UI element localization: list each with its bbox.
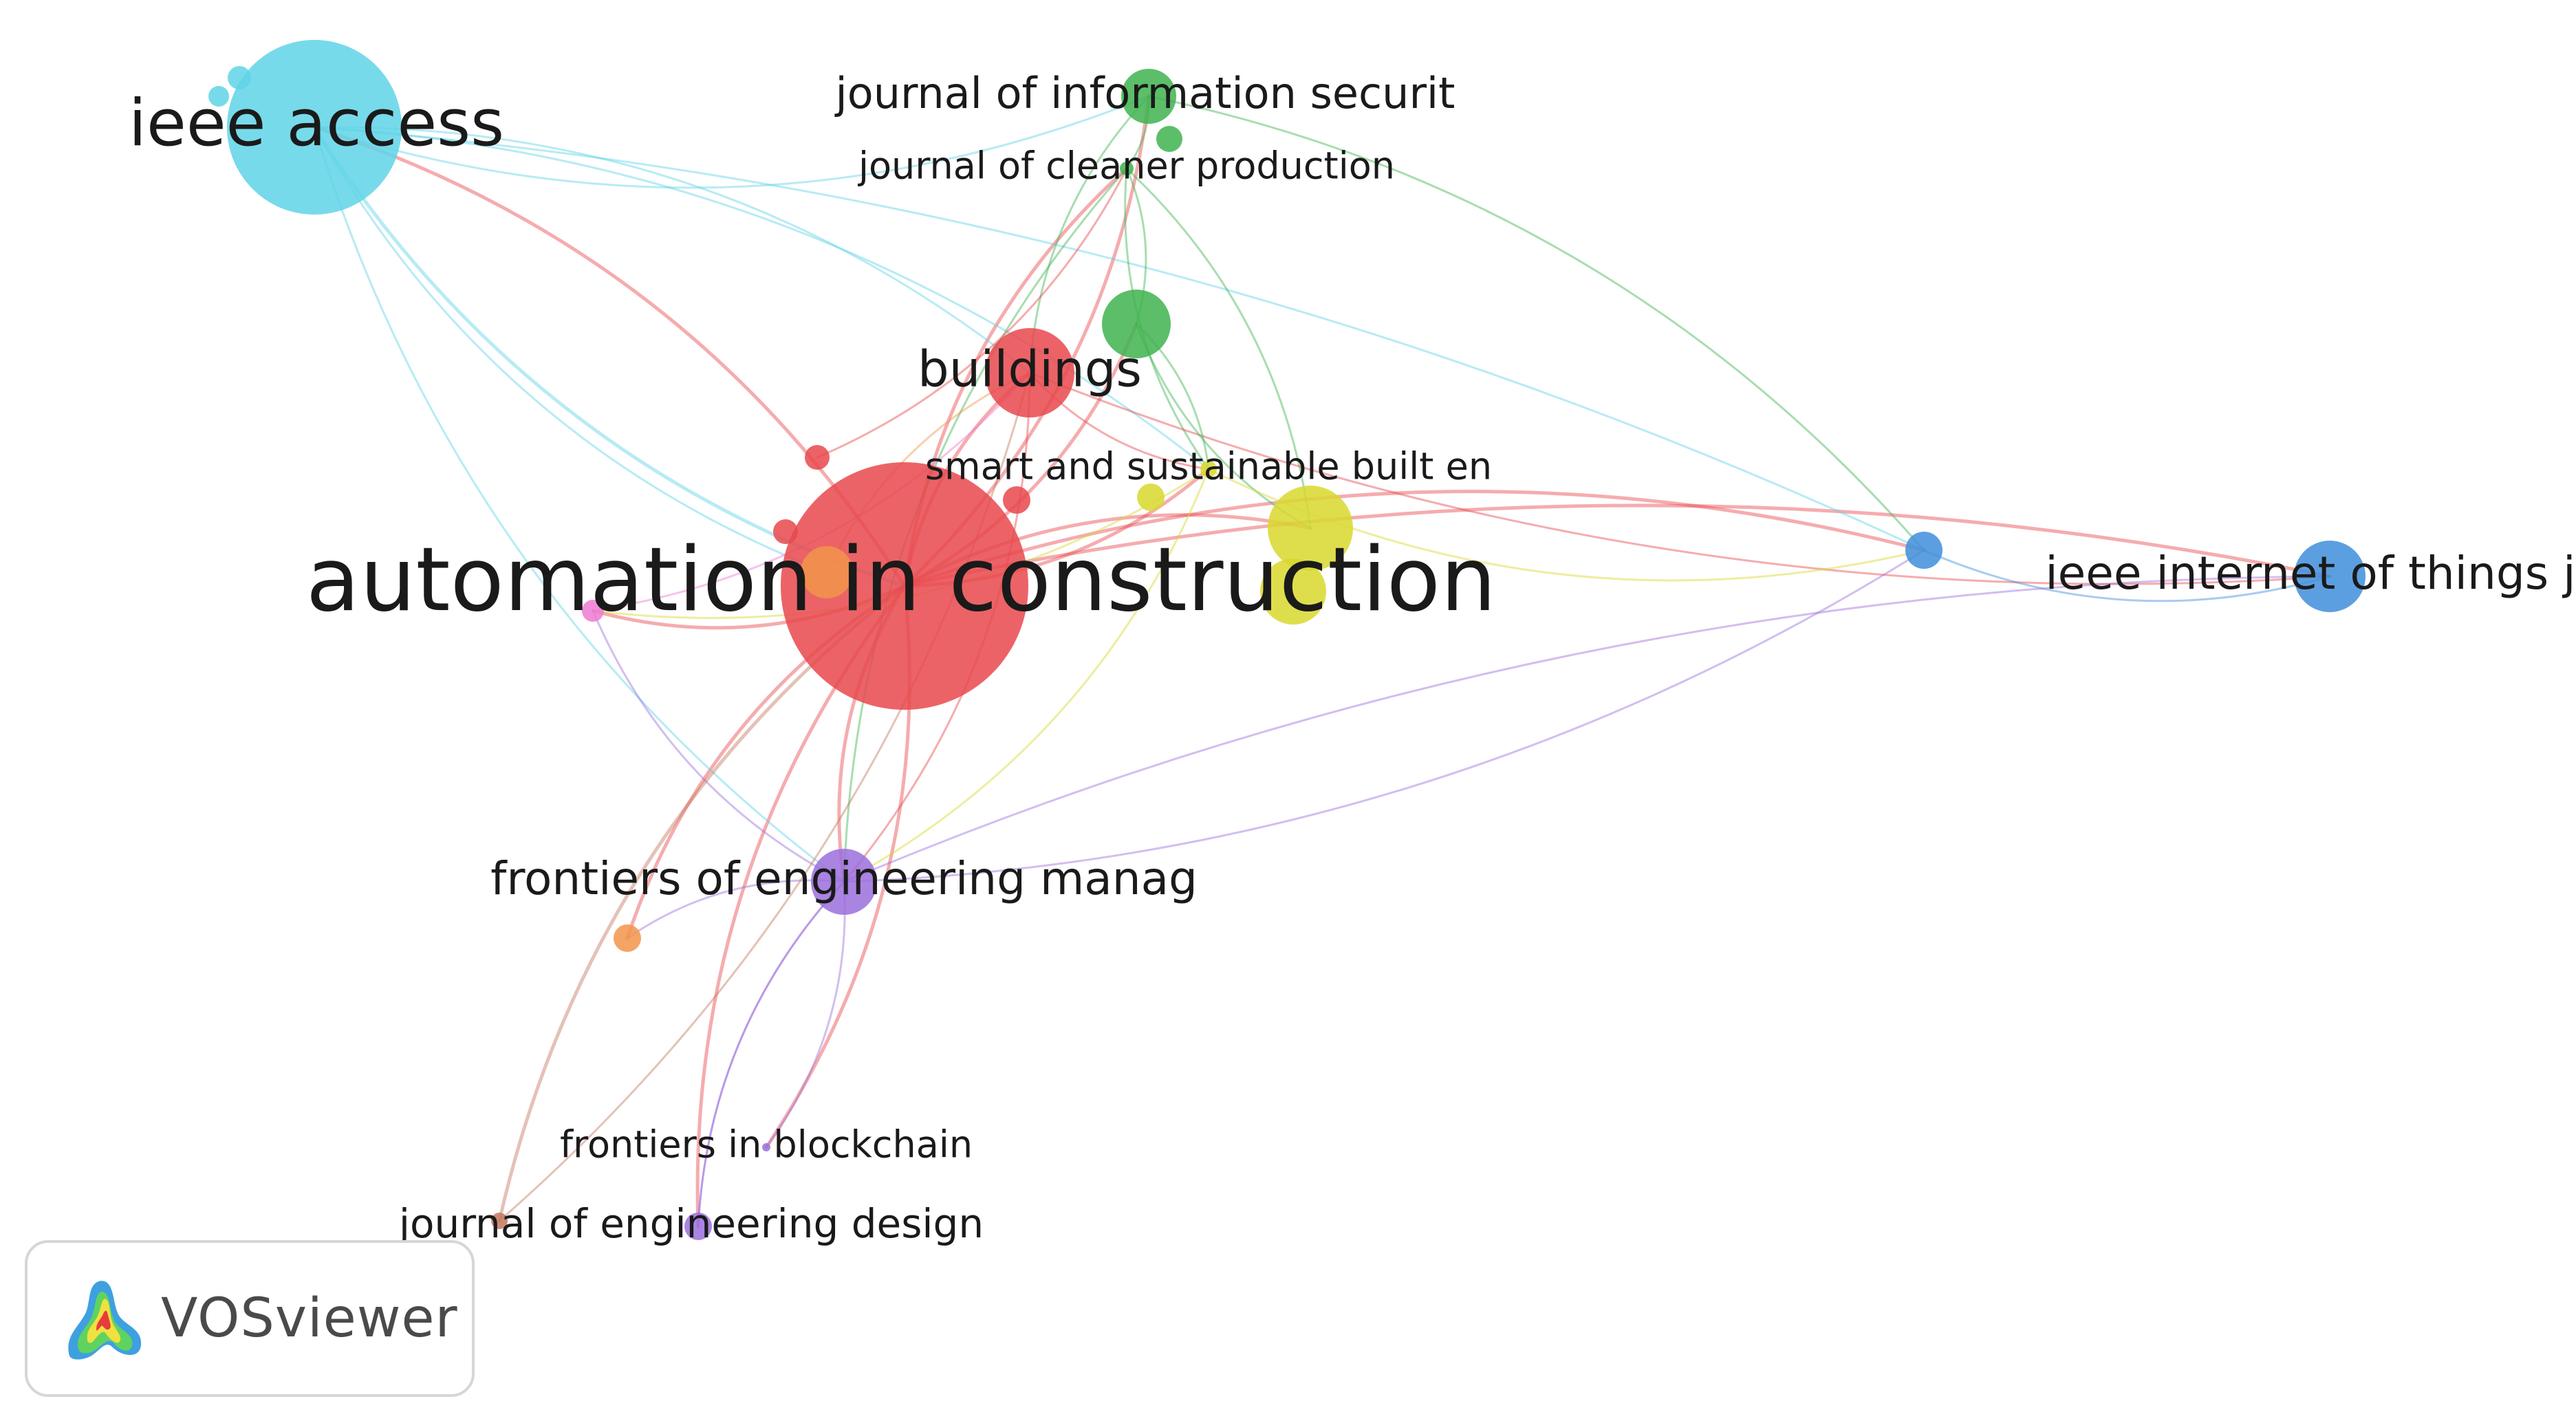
edge-aic-blue_hub bbox=[902, 490, 1926, 588]
edge-fem-blue_hub bbox=[843, 549, 1925, 883]
vosviewer-logo-icon bbox=[68, 1281, 142, 1360]
node-green_mid[interactable] bbox=[1102, 290, 1171, 358]
node-red_s3[interactable] bbox=[1003, 486, 1030, 514]
label-fem[interactable]: frontiers of engineering manag bbox=[490, 852, 1198, 905]
node-iot[interactable] bbox=[2294, 541, 2366, 612]
node-buildings[interactable] bbox=[985, 328, 1074, 417]
edge-fem-fib bbox=[765, 880, 846, 1149]
node-aic[interactable] bbox=[781, 462, 1028, 710]
label-aic[interactable]: automation in construction bbox=[306, 529, 1496, 631]
edge-fem-pink_left bbox=[592, 609, 845, 883]
node-yellow_small[interactable] bbox=[1260, 558, 1326, 625]
edge-ieee_access-blue_hub bbox=[313, 126, 1925, 552]
node-fib[interactable] bbox=[762, 1143, 770, 1151]
node-jed[interactable] bbox=[684, 1213, 712, 1240]
node-layer bbox=[208, 40, 2366, 1240]
edge-fem-jed bbox=[697, 880, 845, 1228]
edge-ieee_access-orange_in bbox=[313, 126, 828, 574]
node-yellow_tiny[interactable] bbox=[1137, 484, 1165, 511]
edge-ieee_access-buildings bbox=[313, 126, 1031, 374]
vosviewer-logo-badge: VOSviewer bbox=[25, 1240, 475, 1397]
node-orange_low[interactable] bbox=[614, 924, 641, 952]
node-jcp[interactable] bbox=[1120, 162, 1134, 175]
edge-aic-iot bbox=[902, 503, 2332, 588]
label-layer: automation in construction ieee access bui… bbox=[129, 68, 2576, 1247]
label-sasbe[interactable]: smart and sustainable built en bbox=[925, 445, 1492, 488]
edge-blue_hub-iot bbox=[1923, 549, 2331, 603]
vosviewer-logo-text: VOSviewer bbox=[161, 1288, 458, 1349]
label-ieee_access[interactable]: ieee access bbox=[129, 86, 504, 161]
edge-ieee_access-fem bbox=[313, 126, 845, 883]
edge-ieee_access-sasbe bbox=[313, 126, 1210, 470]
edge-fem-iot bbox=[843, 575, 2331, 883]
node-red_s2[interactable] bbox=[773, 519, 798, 544]
label-fib[interactable]: frontiers in blockchain bbox=[560, 1123, 973, 1167]
label-jcp[interactable]: journal of cleaner production bbox=[858, 144, 1395, 188]
node-cyan_s1[interactable] bbox=[228, 66, 251, 89]
edge-red_s1-jcp bbox=[816, 167, 1128, 459]
label-iot[interactable]: ieee internet of things jou bbox=[2045, 547, 2576, 600]
node-pink_left[interactable] bbox=[582, 600, 604, 622]
node-red_s1[interactable] bbox=[805, 445, 830, 470]
node-blue_hub[interactable] bbox=[1905, 532, 1942, 569]
label-buildings[interactable]: buildings bbox=[918, 340, 1142, 398]
label-jis[interactable]: journal of information securit bbox=[834, 68, 1455, 118]
edge-jis-blue_hub bbox=[1147, 95, 1925, 552]
node-jis[interactable] bbox=[1121, 69, 1176, 124]
node-sasbe[interactable] bbox=[1200, 461, 1217, 477]
edge-jed-fem bbox=[697, 880, 845, 1228]
label-jed[interactable]: journal of engineering design bbox=[398, 1200, 984, 1247]
edge-jcp-yellow_big2 bbox=[1125, 167, 1312, 530]
edge-buildings-iot bbox=[1028, 371, 2331, 585]
node-cyan_s2[interactable] bbox=[208, 86, 229, 107]
edge-ieee_access-jis bbox=[313, 95, 1150, 189]
node-brown_low[interactable] bbox=[491, 1213, 508, 1229]
edge-layer bbox=[312, 94, 2332, 1228]
node-fem[interactable] bbox=[811, 849, 877, 915]
node-yellow_big2[interactable] bbox=[1268, 486, 1353, 571]
node-ieee_access[interactable] bbox=[227, 40, 402, 215]
edge-sasbe-fem bbox=[843, 468, 1210, 883]
node-green_small[interactable] bbox=[1156, 126, 1182, 152]
node-orange_in[interactable] bbox=[801, 546, 853, 598]
